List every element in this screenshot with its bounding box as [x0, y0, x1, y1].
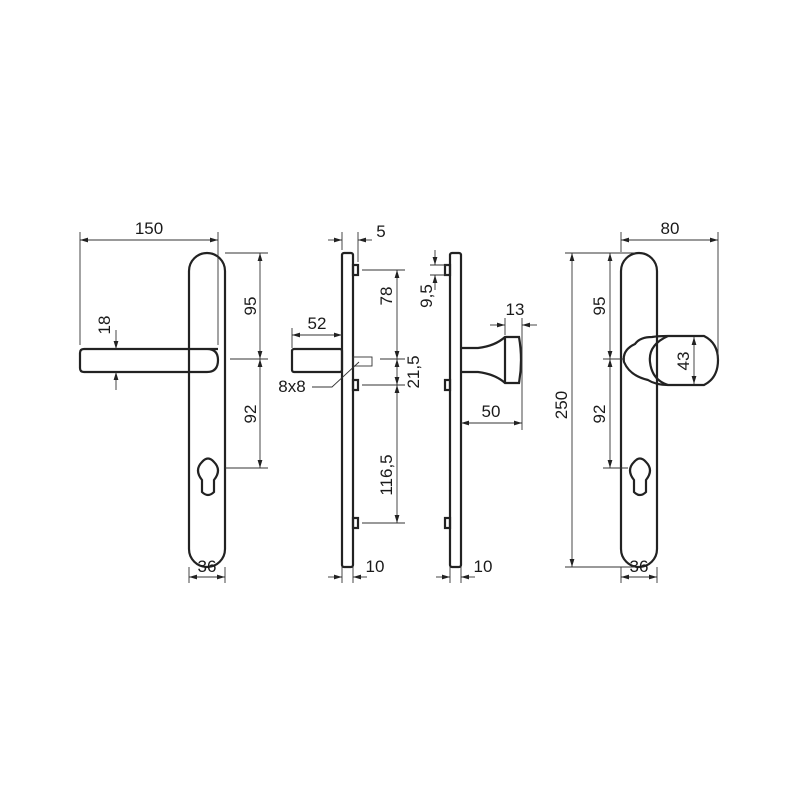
knob-side-view: 9,5 13 50 10	[417, 250, 537, 583]
dim-36-knob: 36	[630, 557, 649, 576]
knob-profile	[461, 335, 523, 385]
dim-92-knob: 92	[590, 405, 609, 424]
lever-stub	[290, 347, 344, 374]
dim-80: 80	[661, 219, 680, 238]
dim-78: 78	[377, 287, 396, 306]
keyhole-knob	[628, 457, 652, 497]
dim-95: 95	[241, 297, 260, 316]
dim-250: 250	[552, 391, 571, 419]
dim-10: 10	[366, 557, 385, 576]
dim-10-knob: 10	[474, 557, 493, 576]
knob-front-view: 80 250 95 92 43 36	[552, 219, 720, 583]
dim-21-5: 21,5	[404, 355, 423, 388]
dim-43: 43	[674, 352, 693, 371]
knob-outline	[622, 334, 720, 387]
dim-52: 52	[308, 314, 327, 333]
dim-5: 5	[376, 222, 385, 241]
dim-36: 36	[198, 557, 217, 576]
spindle	[352, 356, 373, 367]
dim-95-knob: 95	[590, 297, 609, 316]
lever-side-view: 5 52 78 21,5 116,5 8x8 10	[278, 222, 423, 583]
lever-front-view: 150 18 95 92 36	[78, 219, 268, 583]
dim-13: 13	[506, 300, 525, 319]
keyhole	[196, 457, 220, 497]
dim-18: 18	[95, 316, 114, 335]
lever-arm	[78, 347, 220, 374]
dim-9-5: 9,5	[417, 284, 436, 308]
label-8x8: 8x8	[278, 377, 305, 396]
dim-50: 50	[482, 402, 501, 421]
dim-116-5: 116,5	[377, 454, 396, 495]
dim-92: 92	[241, 405, 260, 424]
dim-150: 150	[135, 219, 163, 238]
